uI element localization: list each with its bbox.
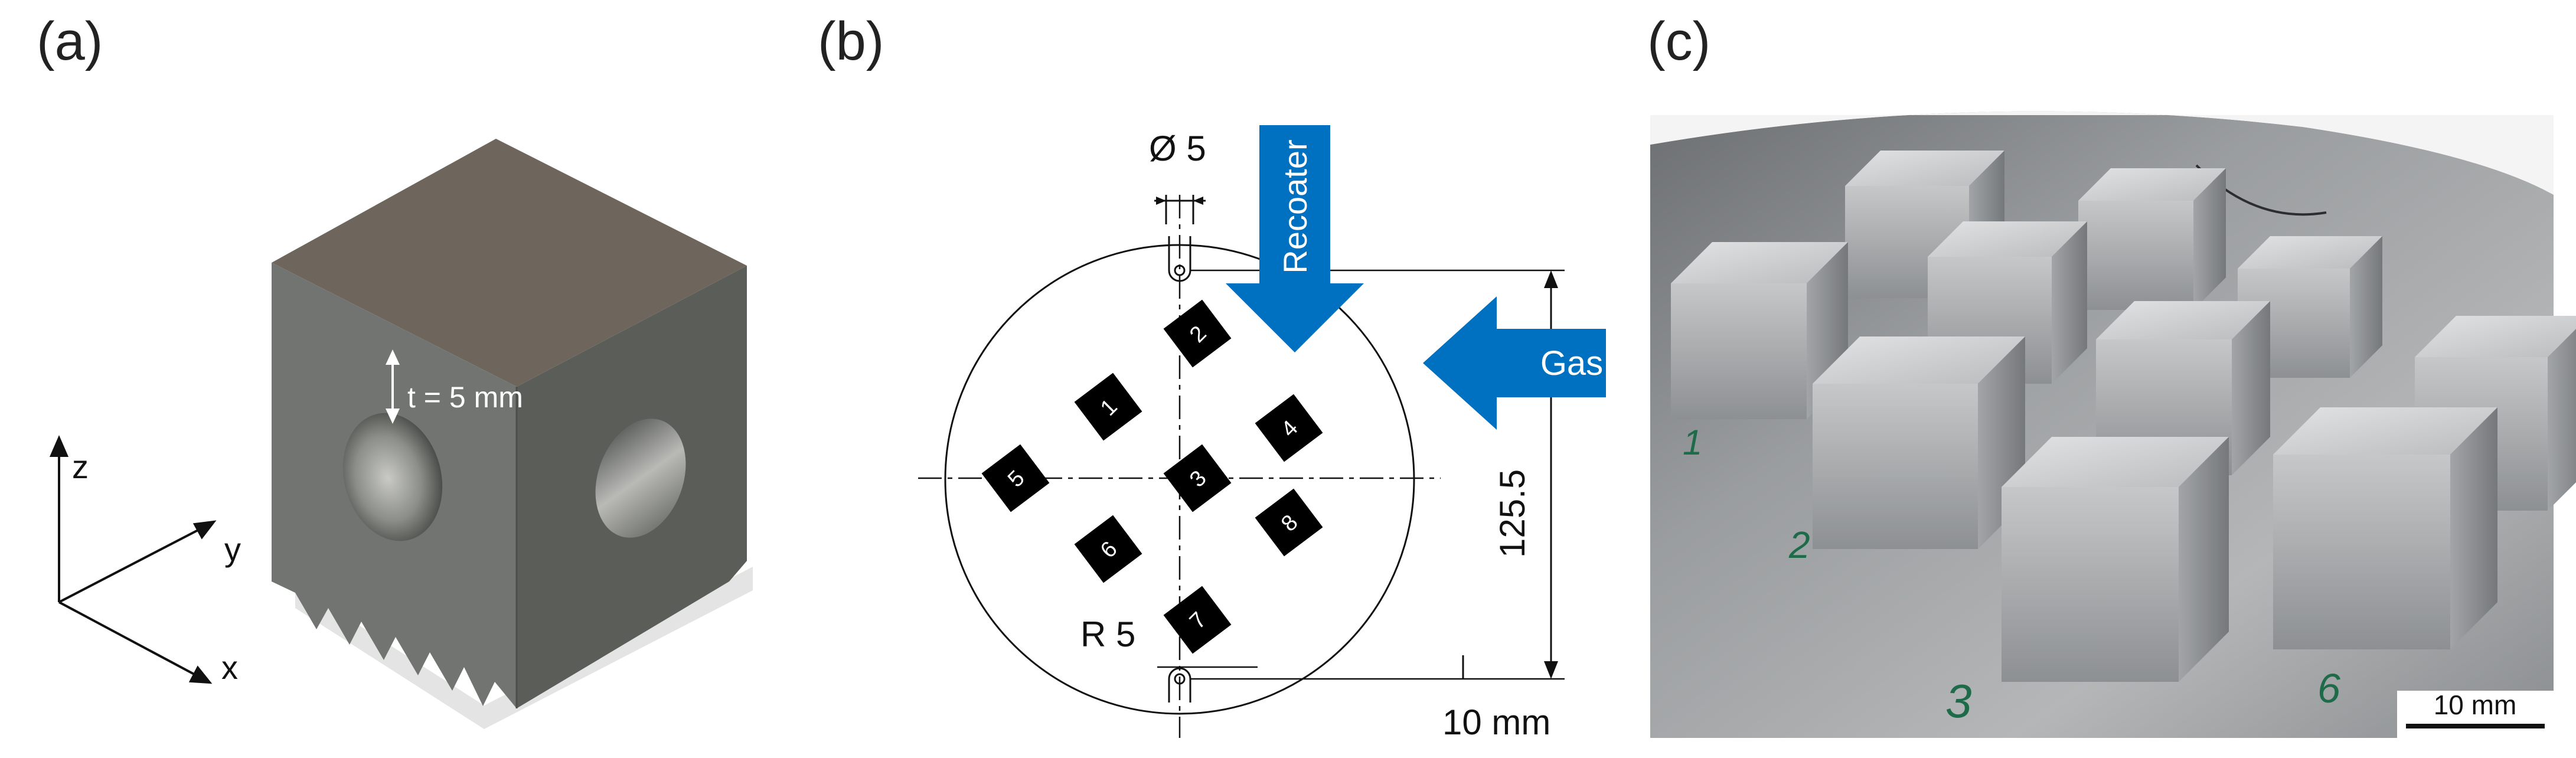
axis-label-z: z	[72, 448, 89, 485]
bottom-locating-slot	[1168, 667, 1191, 703]
panel-label-a: (a)	[37, 11, 103, 71]
gas-label: Gas	[1540, 344, 1603, 383]
scale-label: 10 mm	[1442, 703, 1550, 742]
marker-2: 2	[1788, 524, 1810, 566]
diameter-label: Ø 5	[1149, 129, 1206, 168]
recoater-label: Recoater	[1276, 139, 1314, 273]
top-locating-slot	[1168, 236, 1191, 282]
recoater-arrow	[1226, 125, 1364, 352]
photo-cube	[2078, 168, 2226, 310]
cube-top-face	[272, 139, 747, 387]
panel-c-photo-printed-specimens: 1 2 3 6 10 mm	[1650, 111, 2576, 738]
height-label: 125.5	[1493, 469, 1532, 558]
specimen-7	[1163, 586, 1232, 654]
printed-cubes	[1671, 151, 2576, 682]
specimen-4	[1255, 394, 1323, 462]
side-hole	[595, 419, 686, 538]
specimen-3	[1163, 444, 1232, 512]
specimen-8	[1255, 488, 1323, 557]
photo-cube	[1813, 336, 2025, 549]
panel-b-build-plate-layout: Ø 5 R 5 125.5 10 mm Recoater Gas 1234567…	[918, 125, 1606, 742]
panel-label-c: (c)	[1647, 11, 1711, 71]
photo-cube	[2273, 407, 2497, 649]
specimen-1	[1074, 373, 1142, 441]
axis-label-x: x	[221, 649, 238, 686]
front-hole	[342, 413, 443, 541]
panel-a-cad-specimen: t = 5 mm z y x	[49, 139, 753, 729]
scale-bar-label: 10 mm	[2434, 690, 2517, 720]
marker-3: 3	[1945, 675, 1972, 727]
specimen-2	[1163, 299, 1232, 368]
radius-label: R 5	[1080, 615, 1135, 654]
axis-label-y: y	[224, 531, 241, 568]
specimen-6	[1074, 515, 1142, 583]
coordinate-axes	[49, 434, 217, 684]
panel-label-b: (b)	[818, 11, 884, 71]
photo-cube	[2002, 437, 2229, 682]
gas-arrow	[1423, 296, 1606, 430]
scale-bar-box	[2397, 691, 2554, 738]
thickness-label: t = 5 mm	[407, 381, 523, 414]
specimen-5	[981, 444, 1050, 512]
photo-cube	[1671, 242, 1848, 419]
marker-6: 6	[2317, 665, 2340, 711]
marker-1: 1	[1683, 423, 1702, 462]
